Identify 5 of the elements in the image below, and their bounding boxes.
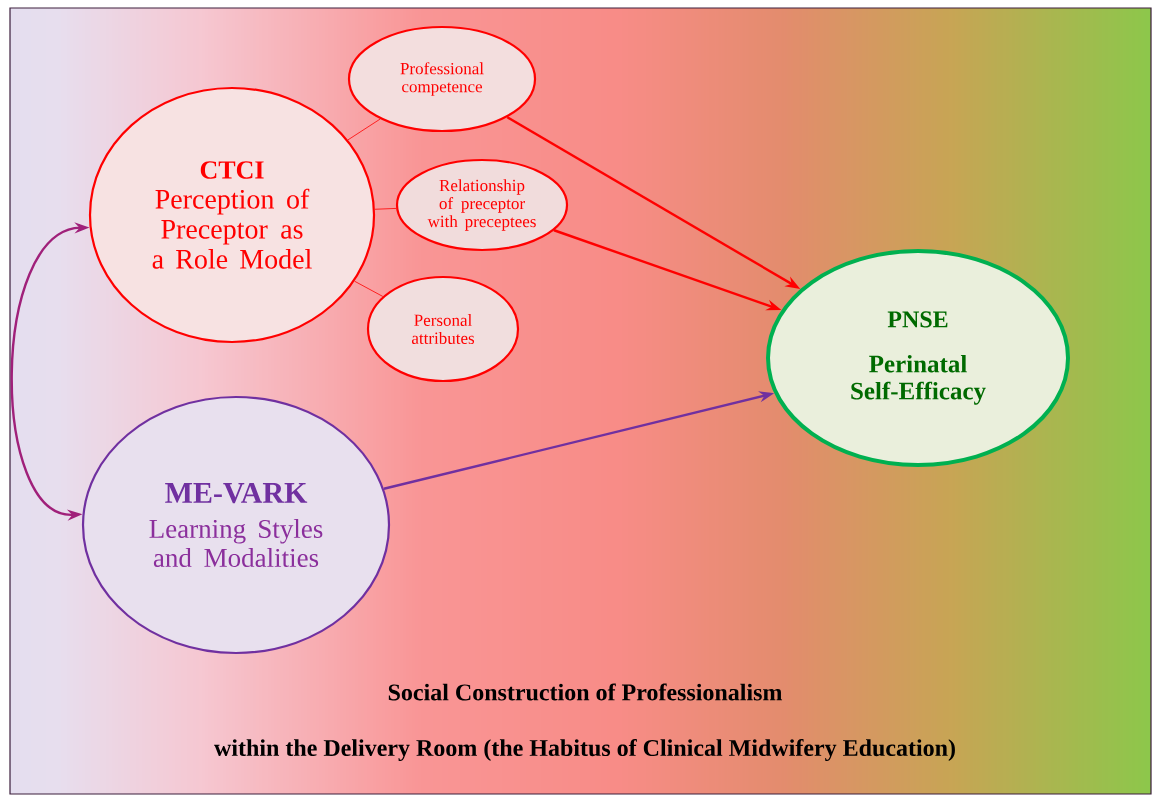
- caption-text: within the Delivery Room (the Habitus of Clinical Midwifery Education): [214, 738, 955, 761]
- caption-text: Social Construction of Professionalism: [388, 683, 783, 701]
- connector-line: [347, 118, 381, 141]
- connector-line: [374, 208, 397, 210]
- connector-line: [354, 280, 384, 297]
